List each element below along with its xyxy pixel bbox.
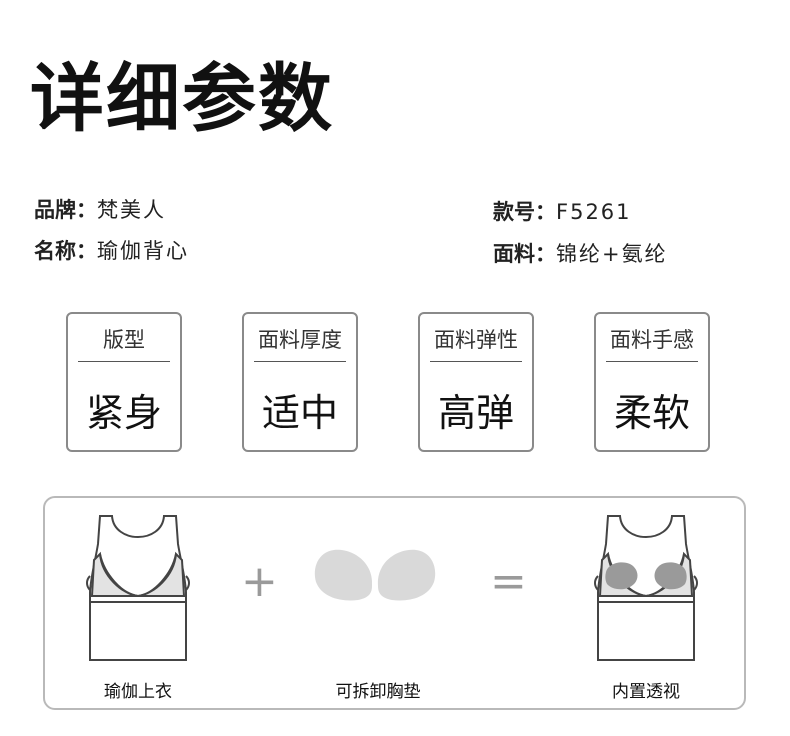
attribute-value: 紧身: [85, 391, 162, 435]
plus-sign: +: [241, 556, 278, 607]
spec-brand-key: 品牌：: [34, 198, 97, 222]
spec-fabric: 面料：锦纶+氨纶: [493, 244, 668, 265]
attribute-card-fit: 版型 紧身: [66, 312, 182, 452]
spec-brand-value: 梵美人: [97, 198, 166, 222]
item-result-caption: 内置透视: [612, 682, 680, 702]
page-title: 详细参数: [30, 56, 334, 142]
item-vest-caption: 瑜伽上衣: [104, 682, 172, 702]
attribute-value: 柔软: [613, 391, 690, 435]
attribute-label: 版型: [78, 328, 170, 363]
vest-icon: [86, 515, 190, 661]
item-pad-caption: 可拆卸胸垫: [335, 682, 421, 702]
vest-with-pads-icon: [594, 515, 698, 661]
chest-pad-icon: [314, 549, 436, 601]
attribute-label: 面料厚度: [254, 328, 346, 363]
attribute-label: 面料手感: [606, 328, 698, 363]
spec-fabric-key: 面料：: [493, 242, 556, 266]
spec-name: 名称：瑜伽背心: [34, 241, 189, 262]
spec-name-value: 瑜伽背心: [97, 239, 189, 263]
spec-brand: 品牌：梵美人: [34, 200, 166, 221]
spec-style-no-key: 款号：: [493, 200, 556, 224]
attribute-card-hand-feel: 面料手感 柔软: [594, 312, 710, 452]
attribute-card-elasticity: 面料弹性 高弹: [418, 312, 534, 452]
spec-style-no: 款号：F5261: [493, 202, 632, 223]
combo-panel: [43, 496, 746, 710]
attribute-label: 面料弹性: [430, 328, 522, 363]
equals-sign: =: [490, 556, 527, 607]
spec-fabric-value: 锦纶+氨纶: [556, 242, 668, 266]
spec-style-no-value: F5261: [556, 200, 632, 224]
spec-name-key: 名称：: [34, 239, 97, 263]
attribute-card-thickness: 面料厚度 适中: [242, 312, 358, 452]
attribute-value: 适中: [261, 391, 338, 435]
attribute-value: 高弹: [437, 391, 514, 435]
